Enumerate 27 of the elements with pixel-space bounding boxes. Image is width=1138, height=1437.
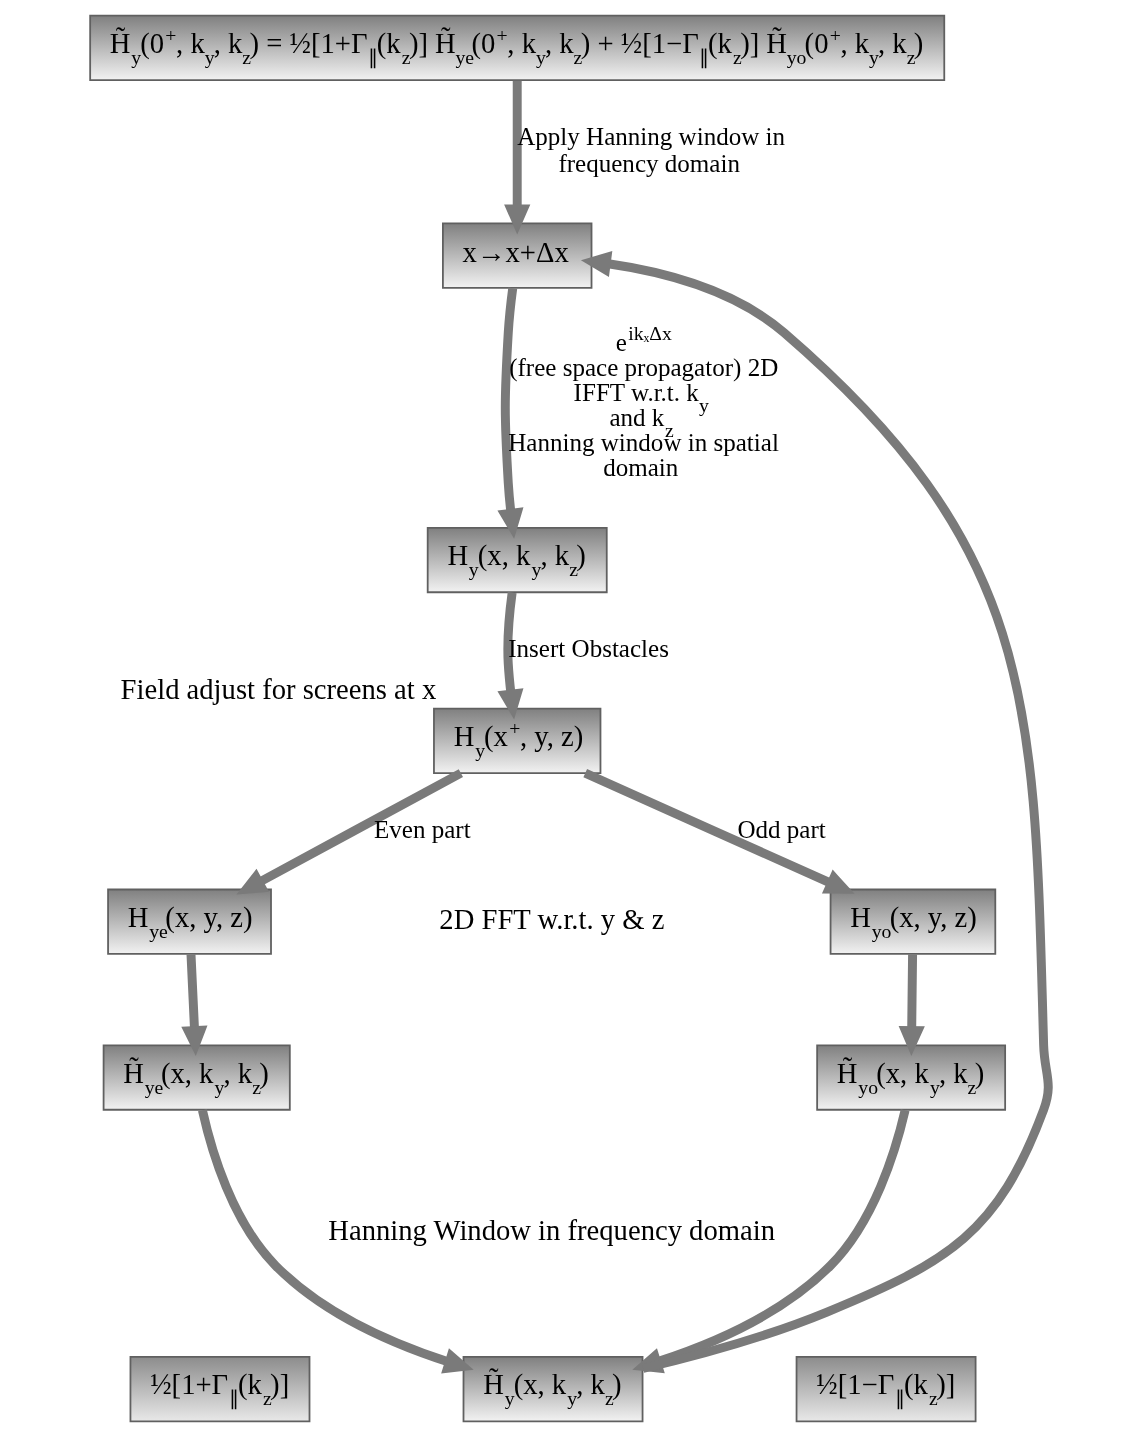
node-box: x→x+Δx	[441, 222, 592, 289]
arrow	[496, 592, 523, 720]
label: 2D FFT w.r.t. y & z	[438, 902, 664, 935]
node-box: H$_{y}$(x, k$_{y}$, k$_{z}$)	[426, 526, 608, 594]
node-box: H̃$_{ye}$(x, k$_{y}$, k$_{z}$)	[102, 1044, 291, 1111]
label: Hanning Window in frequency domain	[327, 1214, 775, 1247]
arrow	[582, 769, 855, 894]
node-box: H$_{yo}$(x, y, z)	[829, 888, 996, 955]
node-box: ½[1+Γ$_{∥}$(k$_{z}$)]	[129, 1355, 310, 1423]
edge-label: Apply Hanning window in frequency domain	[516, 122, 785, 177]
edge-label: Odd part	[736, 815, 826, 843]
arrow	[180, 954, 207, 1057]
arrow	[197, 1109, 474, 1374]
node-box: H$_{y}$(x$^{+}$, y, z)	[432, 707, 601, 774]
arrow	[898, 954, 925, 1057]
arrow	[496, 287, 523, 539]
edge-label: Insert Obstacles	[507, 635, 669, 663]
arrow	[235, 769, 463, 895]
node-box: H$_{ye}$(x, y, z)	[106, 888, 272, 955]
edge-label: e$^{ikₓΔx}$ (free space propagator) 2D IFFT w.r.t. k$_{y}$ and k$_{z}$ Hanning window in spatial domain	[507, 321, 779, 482]
node-box: ½[1−Γ$_{∥}$(k$_{z}$)]	[795, 1355, 976, 1423]
arrow	[503, 80, 530, 235]
edge-label: Even part	[373, 815, 471, 843]
node-box: H̃$_{y}$(x, k$_{y}$, k$_{z}$)	[462, 1355, 643, 1423]
node-box: H̃$_{yo}$(x, k$_{y}$, k$_{z}$)	[815, 1044, 1006, 1111]
node-label: Field adjust for screens at x	[120, 673, 436, 706]
node-box: H̃$_{y}$(0$^{+}$, k$_{y}$, k$_{z}$) = ½[1+Γ$_{∥}$(k$_{z}$)] H̃$_{ye}$(0$^{+}$, k$_{y}$, k$_{z}$) + ½[1−Γ$_{∥}$(k$_{z}$)] H̃$_{yo}$(0$^{+}$, k$_{y}$, k$_{z}$)	[88, 14, 945, 82]
